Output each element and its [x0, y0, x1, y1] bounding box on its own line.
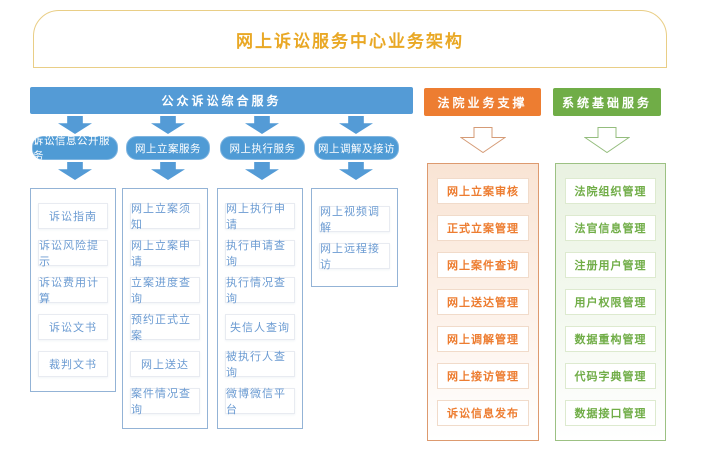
list-item: 网上视频调解: [319, 206, 390, 234]
subheader-online-filing: 网上立案服务: [126, 136, 210, 160]
list-item: 网上立案须知: [130, 203, 200, 231]
page-title: 网上诉讼服务中心业务架构: [236, 31, 464, 51]
list-item: 预约正式立案: [130, 314, 200, 342]
down-arrow-icon: [245, 116, 279, 134]
subheader-online-mediation: 网上调解及接访: [314, 136, 399, 160]
list-item: 正式立案管理: [437, 215, 529, 241]
list-item: 诉讼信息发布: [437, 400, 529, 426]
list-online-mediation: 网上视频调解 网上远程接访: [311, 188, 398, 287]
list-item: 立案进度查询: [130, 277, 200, 305]
down-arrow-icon: [339, 116, 373, 134]
list-item: 诉讼风险提示: [38, 240, 108, 268]
list-item: 网上送达: [130, 351, 200, 377]
list-online-filing: 网上立案须知 网上立案申请 立案进度查询 预约正式立案 网上送达 案件情况查询: [122, 188, 208, 429]
list-item: 数据重构管理: [565, 326, 656, 352]
title-box: 网上诉讼服务中心业务架构: [33, 10, 667, 68]
list-item: 代码字典管理: [565, 363, 656, 389]
list-item: 网上立案申请: [130, 240, 200, 268]
list-item: 执行情况查询: [225, 277, 295, 305]
down-arrow-icon: [151, 116, 185, 134]
down-arrow-icon: [339, 162, 373, 180]
list-item: 法院组织管理: [565, 178, 656, 204]
list-item: 注册用户管理: [565, 252, 656, 278]
down-arrow-icon: [151, 162, 185, 180]
list-item: 执行申请查询: [225, 240, 295, 268]
header-public-services: 公众诉讼综合服务: [30, 87, 413, 114]
list-item: 诉讼指南: [38, 203, 108, 229]
list-item: 失信人查询: [225, 314, 295, 340]
list-item: 微博微信平台: [225, 388, 295, 416]
list-online-execution: 网上执行申请 执行申请查询 执行情况查询 失信人查询 被执行人查询 微博微信平台: [217, 188, 303, 429]
list-item: 网上执行申请: [225, 203, 295, 231]
list-item: 网上接访管理: [437, 363, 529, 389]
down-arrow-icon: [58, 162, 92, 180]
list-item: 网上远程接访: [319, 243, 390, 271]
header-system-services: 系统基础服务: [553, 88, 661, 116]
list-litigation-info: 诉讼指南 诉讼风险提示 诉讼费用计算 诉讼文书 裁判文书: [30, 188, 116, 392]
down-arrow-icon: [245, 162, 279, 180]
down-arrow-outline-icon: [584, 127, 630, 153]
list-court-support: 网上立案审核 正式立案管理 网上案件查询 网上送达管理 网上调解管理 网上接访管…: [427, 163, 539, 441]
list-item: 诉讼费用计算: [38, 277, 108, 305]
list-item: 裁判文书: [38, 351, 108, 377]
subheader-online-execution: 网上执行服务: [220, 136, 305, 160]
header-court-support: 法院业务支撑: [424, 88, 541, 116]
list-item: 网上送达管理: [437, 289, 529, 315]
list-item: 法官信息管理: [565, 215, 656, 241]
list-item: 诉讼文书: [38, 314, 108, 340]
list-item: 数据接口管理: [565, 400, 656, 426]
down-arrow-outline-icon: [460, 127, 506, 153]
list-item: 被执行人查询: [225, 351, 295, 379]
list-system-services: 法院组织管理 法官信息管理 注册用户管理 用户权限管理 数据重构管理 代码字典管…: [555, 163, 666, 441]
list-item: 网上案件查询: [437, 252, 529, 278]
list-item: 用户权限管理: [565, 289, 656, 315]
list-item: 网上调解管理: [437, 326, 529, 352]
list-item: 网上立案审核: [437, 178, 529, 204]
down-arrow-icon: [58, 116, 92, 134]
subheader-litigation-info: 诉讼信息公开服务: [32, 135, 118, 162]
list-item: 案件情况查询: [130, 388, 200, 416]
